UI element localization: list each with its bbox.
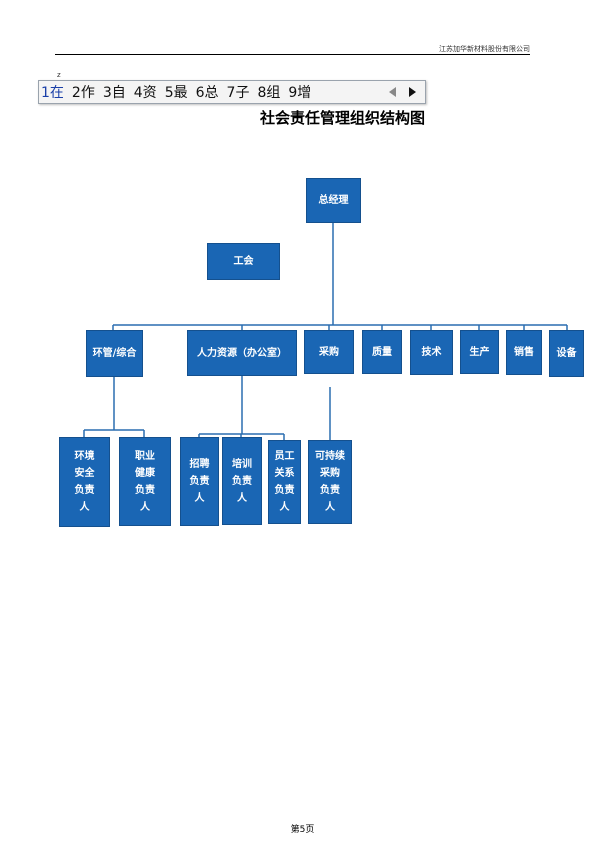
ime-candidate-3[interactable]: 3自: [102, 85, 126, 101]
org-node-occupational-health-lead-label: 职业 健康 负责 人: [135, 450, 155, 513]
org-node-equipment: 设备: [549, 330, 584, 377]
org-node-employee-relations-lead-label: 员工 关系 负责 人: [274, 451, 295, 513]
org-node-general-manager: 总经理: [306, 178, 361, 223]
org-node-sustainable-purchasing-lead: 可持续 采购 负责 人: [308, 440, 352, 524]
org-node-union: 工会: [207, 243, 280, 280]
ime-candidate-4[interactable]: 4资: [133, 85, 157, 101]
ime-next-page-icon[interactable]: [405, 84, 419, 100]
org-node-recruitment-lead: 招聘 负责 人: [180, 437, 219, 526]
ime-candidate-6[interactable]: 6总: [195, 85, 219, 101]
org-node-quality: 质量: [362, 330, 402, 374]
ime-pinyin-text: z: [57, 71, 61, 79]
org-node-hr-office: 人力资源（办公室）: [187, 330, 297, 376]
ime-prev-page-icon[interactable]: [385, 84, 399, 100]
org-node-sustainable-purchasing-lead-label: 可持续 采购 负责 人: [315, 451, 345, 513]
ime-candidate-5[interactable]: 5最: [164, 85, 188, 101]
ime-candidate-9[interactable]: 9增: [288, 85, 312, 101]
org-node-employee-relations-lead: 员工 关系 负责 人: [268, 440, 301, 524]
org-node-env-safety-lead-label: 环境 安全 负责 人: [74, 451, 95, 513]
ime-candidate-1[interactable]: 1在: [41, 85, 64, 101]
org-node-training-lead-label: 培训 负责 人: [232, 458, 252, 504]
org-node-recruitment-lead-label: 招聘 负责 人: [189, 459, 210, 504]
org-node-training-lead: 培训 负责 人: [222, 437, 262, 525]
header-rule: [55, 54, 530, 55]
ime-candidate-7[interactable]: 7子: [226, 85, 250, 101]
ime-candidate-bar[interactable]: 1在 2作 3自 4资 5最 6总 7子 8组 9增: [38, 80, 426, 104]
page-number: 第5页: [290, 825, 315, 835]
ime-candidate-8[interactable]: 8组: [257, 85, 281, 101]
header-company-name: 江苏加华新材料股份有限公司: [439, 45, 530, 53]
ime-candidate-2[interactable]: 2作: [71, 85, 95, 101]
org-node-env-safety-lead: 环境 安全 负责 人: [59, 437, 110, 527]
org-node-env-admin: 环管/综合: [86, 330, 143, 377]
org-node-purchasing: 采购: [304, 330, 354, 374]
org-node-technology: 技术: [410, 330, 453, 375]
org-node-occupational-health-lead: 职业 健康 负责 人: [119, 437, 171, 526]
org-node-sales: 销售: [506, 330, 542, 375]
page-title: 社会责任管理组织结构图: [259, 109, 425, 127]
org-node-production: 生产: [460, 330, 499, 374]
